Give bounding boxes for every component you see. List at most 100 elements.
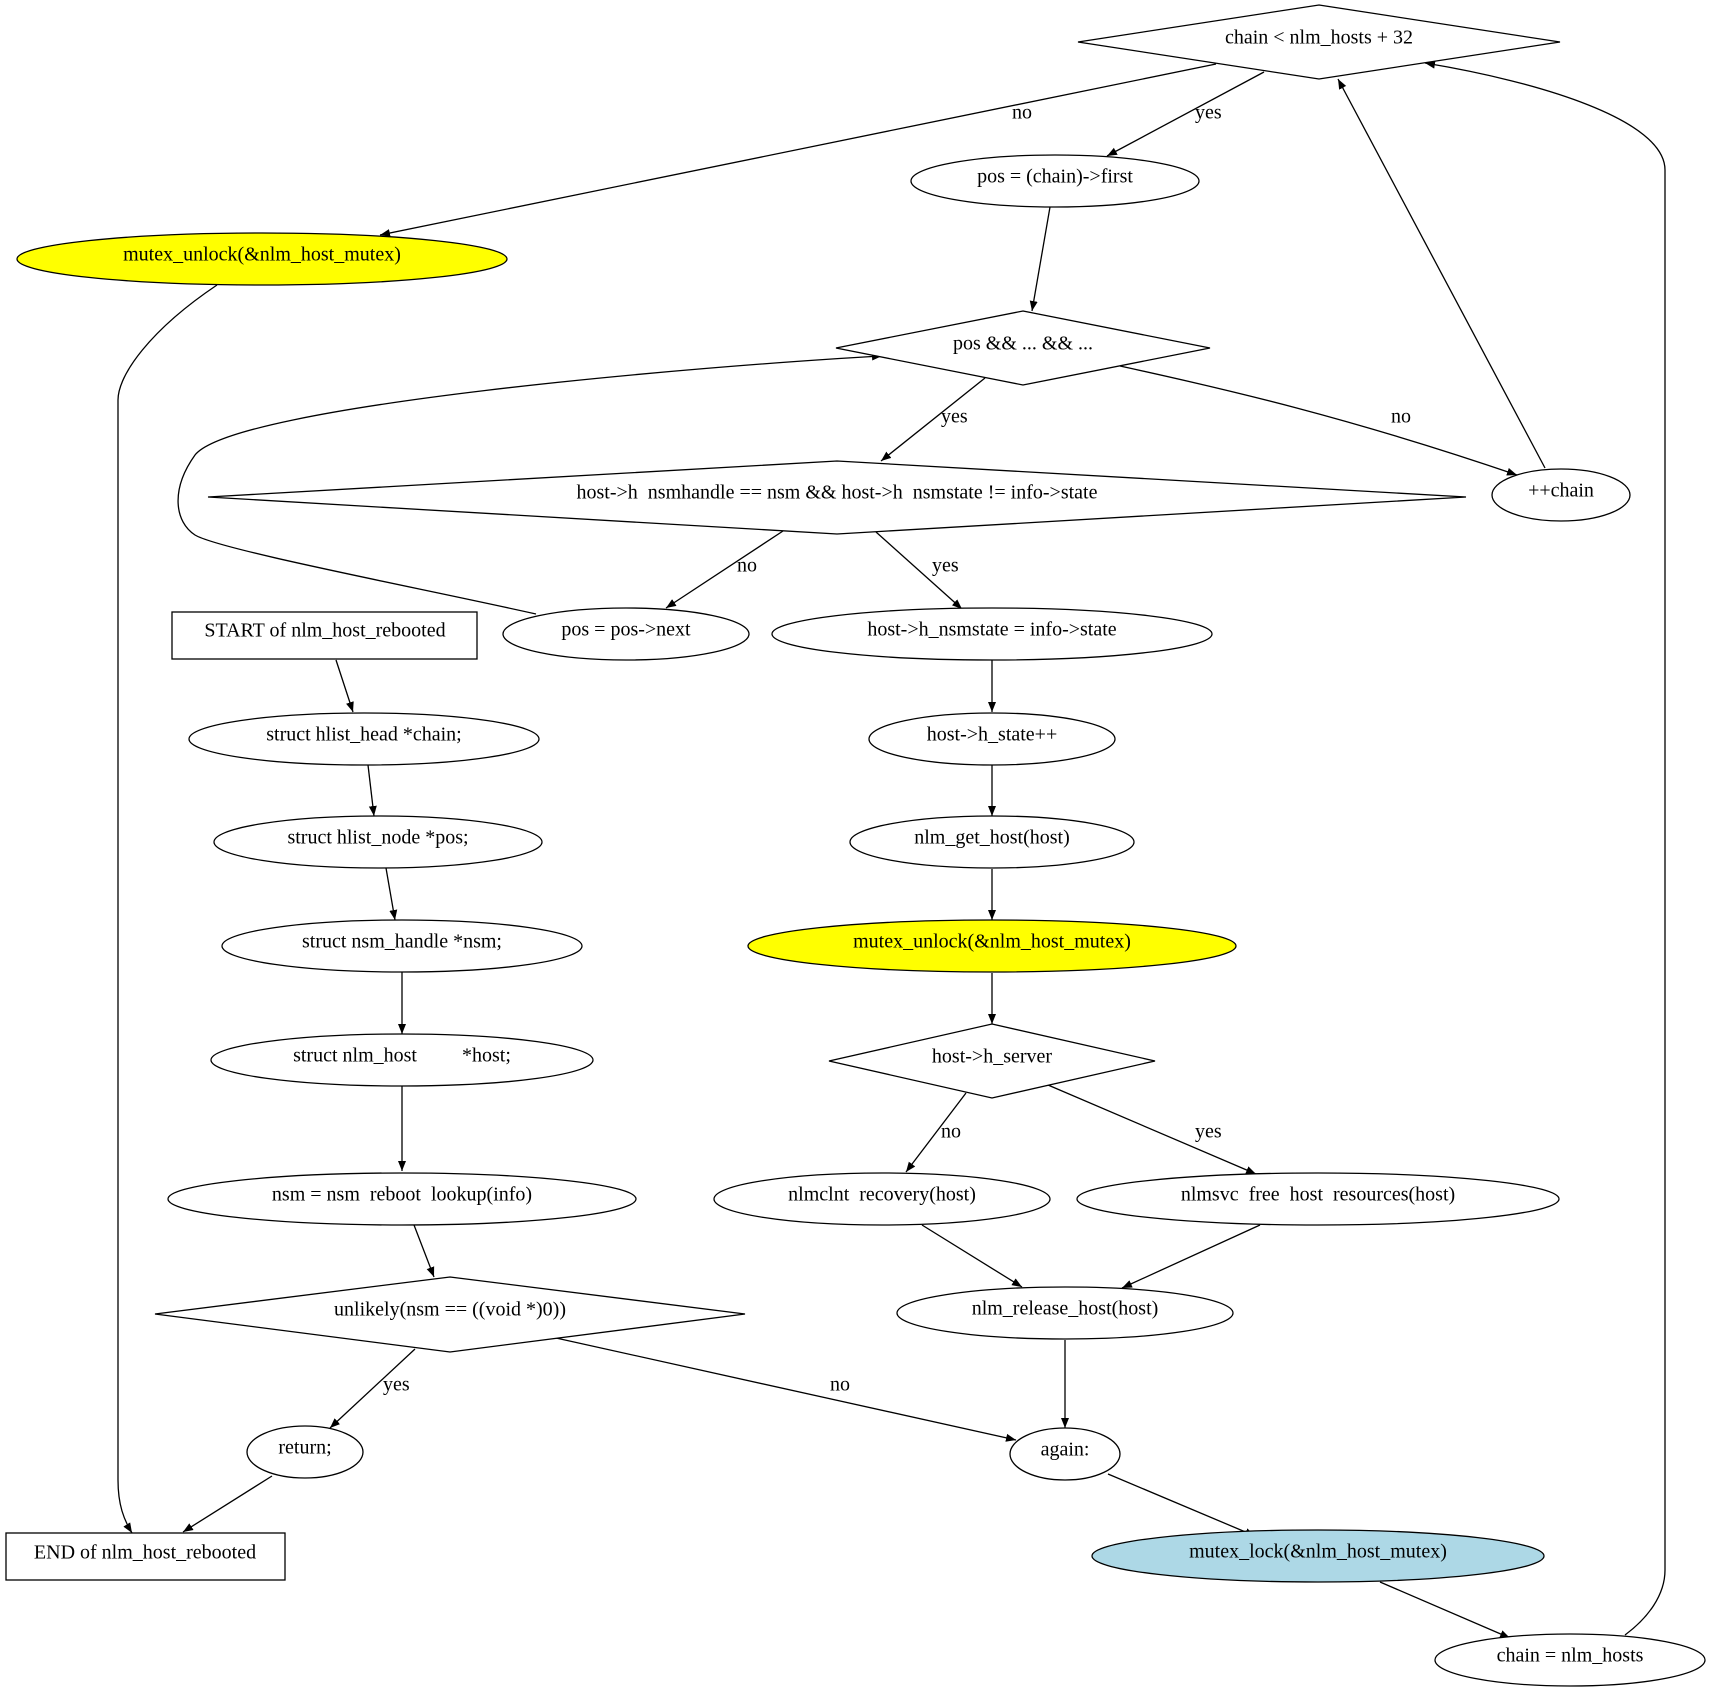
node-release-host: nlm_release_host(host)	[896, 1286, 1234, 1340]
again-ellipse	[1009, 1427, 1121, 1481]
node-host-cond: host->h nsmhandle == nsm && host->h nsms…	[207, 460, 1467, 535]
again-label: again:	[1041, 1439, 1090, 1461]
node-chain-cond: chain < nlm_hosts + 32	[1077, 4, 1561, 80]
chain-cond-label: chain < nlm_hosts + 32	[1225, 27, 1413, 49]
node-mutex-lock: mutex_lock(&nlm_host_mutex)	[1091, 1529, 1545, 1583]
edge-pos-cond-to-host-cond	[880, 377, 986, 462]
mutex-unlock-mid-ellipse	[747, 919, 1237, 973]
start-box	[171, 611, 478, 660]
pos-first-label: pos = (chain)->first	[977, 166, 1133, 188]
label-server-yes: yes	[1195, 1121, 1222, 1143]
node-set-nsmstate: host->h_nsmstate = info->state	[771, 607, 1213, 661]
label-chain-no: no	[1012, 102, 1032, 124]
edge-pos-first-to-pos-cond	[1029, 206, 1051, 312]
mutex-unlock-top-ellipse	[16, 232, 508, 286]
release-host-label: nlm_release_host(host)	[972, 1298, 1159, 1320]
end-box	[5, 1532, 286, 1581]
edge-chain-init-to-chain-cond	[1424, 60, 1666, 1636]
clnt-recovery-ellipse	[713, 1172, 1051, 1226]
get-host-label: nlm_get_host(host)	[914, 827, 1070, 849]
nodes: START of nlm_host_rebooted struct hlist_…	[5, 4, 1706, 1687]
label-unlikely-yes: yes	[383, 1374, 410, 1396]
node-decl-host: struct nlm_host *host;	[210, 1033, 594, 1087]
inc-chain-ellipse	[1491, 468, 1631, 522]
decl-nsm-ellipse	[221, 919, 583, 973]
node-return: return;	[246, 1425, 364, 1479]
label-pos-no: no	[1391, 406, 1411, 428]
state-inc-ellipse	[868, 712, 1116, 766]
edge-unlikely-to-return	[329, 1348, 416, 1429]
pos-cond-diamond	[835, 310, 1211, 386]
label-pos-yes: yes	[941, 406, 968, 428]
edge-clnt-recovery-to-release-host	[921, 1224, 1023, 1288]
mutex-lock-ellipse	[1091, 1529, 1545, 1583]
decl-nsm-label: struct nsm_handle *nsm;	[302, 931, 502, 953]
node-pos-first: pos = (chain)->first	[910, 154, 1200, 208]
pos-cond-label: pos && ... && ...	[953, 333, 1093, 355]
node-clnt-recovery: nlmclnt recovery(host)	[713, 1172, 1051, 1226]
edge-chain-cond-to-pos-first	[1106, 71, 1265, 157]
clnt-recovery-label: nlmclnt recovery(host)	[788, 1184, 976, 1206]
host-cond-diamond	[207, 460, 1467, 535]
node-nsm-lookup: nsm = nsm reboot lookup(info)	[167, 1172, 637, 1226]
pos-next-ellipse	[502, 607, 750, 661]
edge-server-cond-to-svc-free	[1047, 1084, 1257, 1175]
edge-svc-free-to-release-host	[1121, 1224, 1261, 1289]
nsm-lookup-ellipse	[167, 1172, 637, 1226]
edge-decl-chain-to-decl-pos	[367, 764, 377, 817]
node-again: again:	[1009, 1427, 1121, 1481]
node-pos-cond: pos && ... && ...	[835, 310, 1211, 386]
node-decl-chain: struct hlist_head *chain;	[188, 712, 540, 766]
unlikely-label: unlikely(nsm == ((void *)0))	[334, 1299, 566, 1321]
label-chain-yes: yes	[1195, 102, 1222, 124]
mutex-unlock-mid-label: mutex_unlock(&nlm_host_mutex)	[853, 931, 1131, 953]
node-server-cond: host->h_server	[828, 1023, 1156, 1099]
edge-unlikely-to-again	[555, 1337, 1017, 1442]
svc-free-label: nlmsvc free host resources(host)	[1181, 1184, 1455, 1206]
label-server-no: no	[941, 1121, 961, 1143]
edge-host-cond-to-pos-next	[665, 530, 784, 609]
edge-return-to-end	[182, 1475, 273, 1533]
edge-labels: yes no no yes yes no no yes no yes	[383, 102, 1411, 1396]
set-nsmstate-ellipse	[771, 607, 1213, 661]
set-nsmstate-label: host->h_nsmstate = info->state	[867, 619, 1116, 641]
edge-server-cond-to-clnt-recovery	[905, 1092, 967, 1173]
mutex-unlock-top-label: mutex_unlock(&nlm_host_mutex)	[123, 244, 401, 266]
decl-host-ellipse	[210, 1033, 594, 1087]
unlikely-diamond	[154, 1276, 746, 1353]
edge-host-cond-to-set-nsmstate	[875, 531, 963, 610]
node-unlikely: unlikely(nsm == ((void *)0))	[154, 1276, 746, 1353]
node-chain-init: chain = nlm_hosts	[1434, 1633, 1706, 1687]
decl-host-label: struct nlm_host *host;	[293, 1045, 511, 1067]
chain-cond-diamond	[1077, 4, 1561, 80]
node-decl-pos: struct hlist_node *pos;	[213, 815, 543, 869]
return-label: return;	[278, 1437, 331, 1459]
label-host-yes: yes	[932, 555, 959, 577]
edge-inc-chain-to-chain-cond	[1337, 78, 1546, 469]
start-label: START of nlm_host_rebooted	[204, 620, 445, 642]
node-decl-nsm: struct nsm_handle *nsm;	[221, 919, 583, 973]
pos-next-label: pos = pos->next	[561, 619, 691, 641]
label-host-no: no	[737, 555, 757, 577]
decl-chain-label: struct hlist_head *chain;	[266, 724, 462, 746]
return-ellipse	[246, 1425, 364, 1479]
chain-init-ellipse	[1434, 1633, 1706, 1687]
decl-pos-label: struct hlist_node *pos;	[287, 827, 468, 849]
nsm-lookup-label: nsm = nsm reboot lookup(info)	[272, 1184, 532, 1206]
host-cond-label: host->h nsmhandle == nsm && host->h nsms…	[577, 482, 1098, 504]
node-state-inc: host->h_state++	[868, 712, 1116, 766]
node-get-host: nlm_get_host(host)	[849, 815, 1135, 869]
server-cond-diamond	[828, 1023, 1156, 1099]
node-mutex-unlock-mid: mutex_unlock(&nlm_host_mutex)	[747, 919, 1237, 973]
edge-again-to-mutex-lock	[1107, 1473, 1256, 1537]
edge-decl-pos-to-decl-nsm	[385, 867, 398, 921]
edges	[117, 60, 1666, 1639]
state-inc-label: host->h_state++	[927, 724, 1058, 746]
edge-mutex-unlock-top-to-end	[117, 284, 218, 1534]
node-mutex-unlock-top: mutex_unlock(&nlm_host_mutex)	[16, 232, 508, 286]
edge-mutex-lock-to-chain-init	[1379, 1581, 1511, 1639]
edge-nsm-lookup-to-unlikely	[413, 1224, 435, 1278]
inc-chain-label: ++chain	[1528, 480, 1594, 502]
svc-free-ellipse	[1076, 1172, 1560, 1226]
